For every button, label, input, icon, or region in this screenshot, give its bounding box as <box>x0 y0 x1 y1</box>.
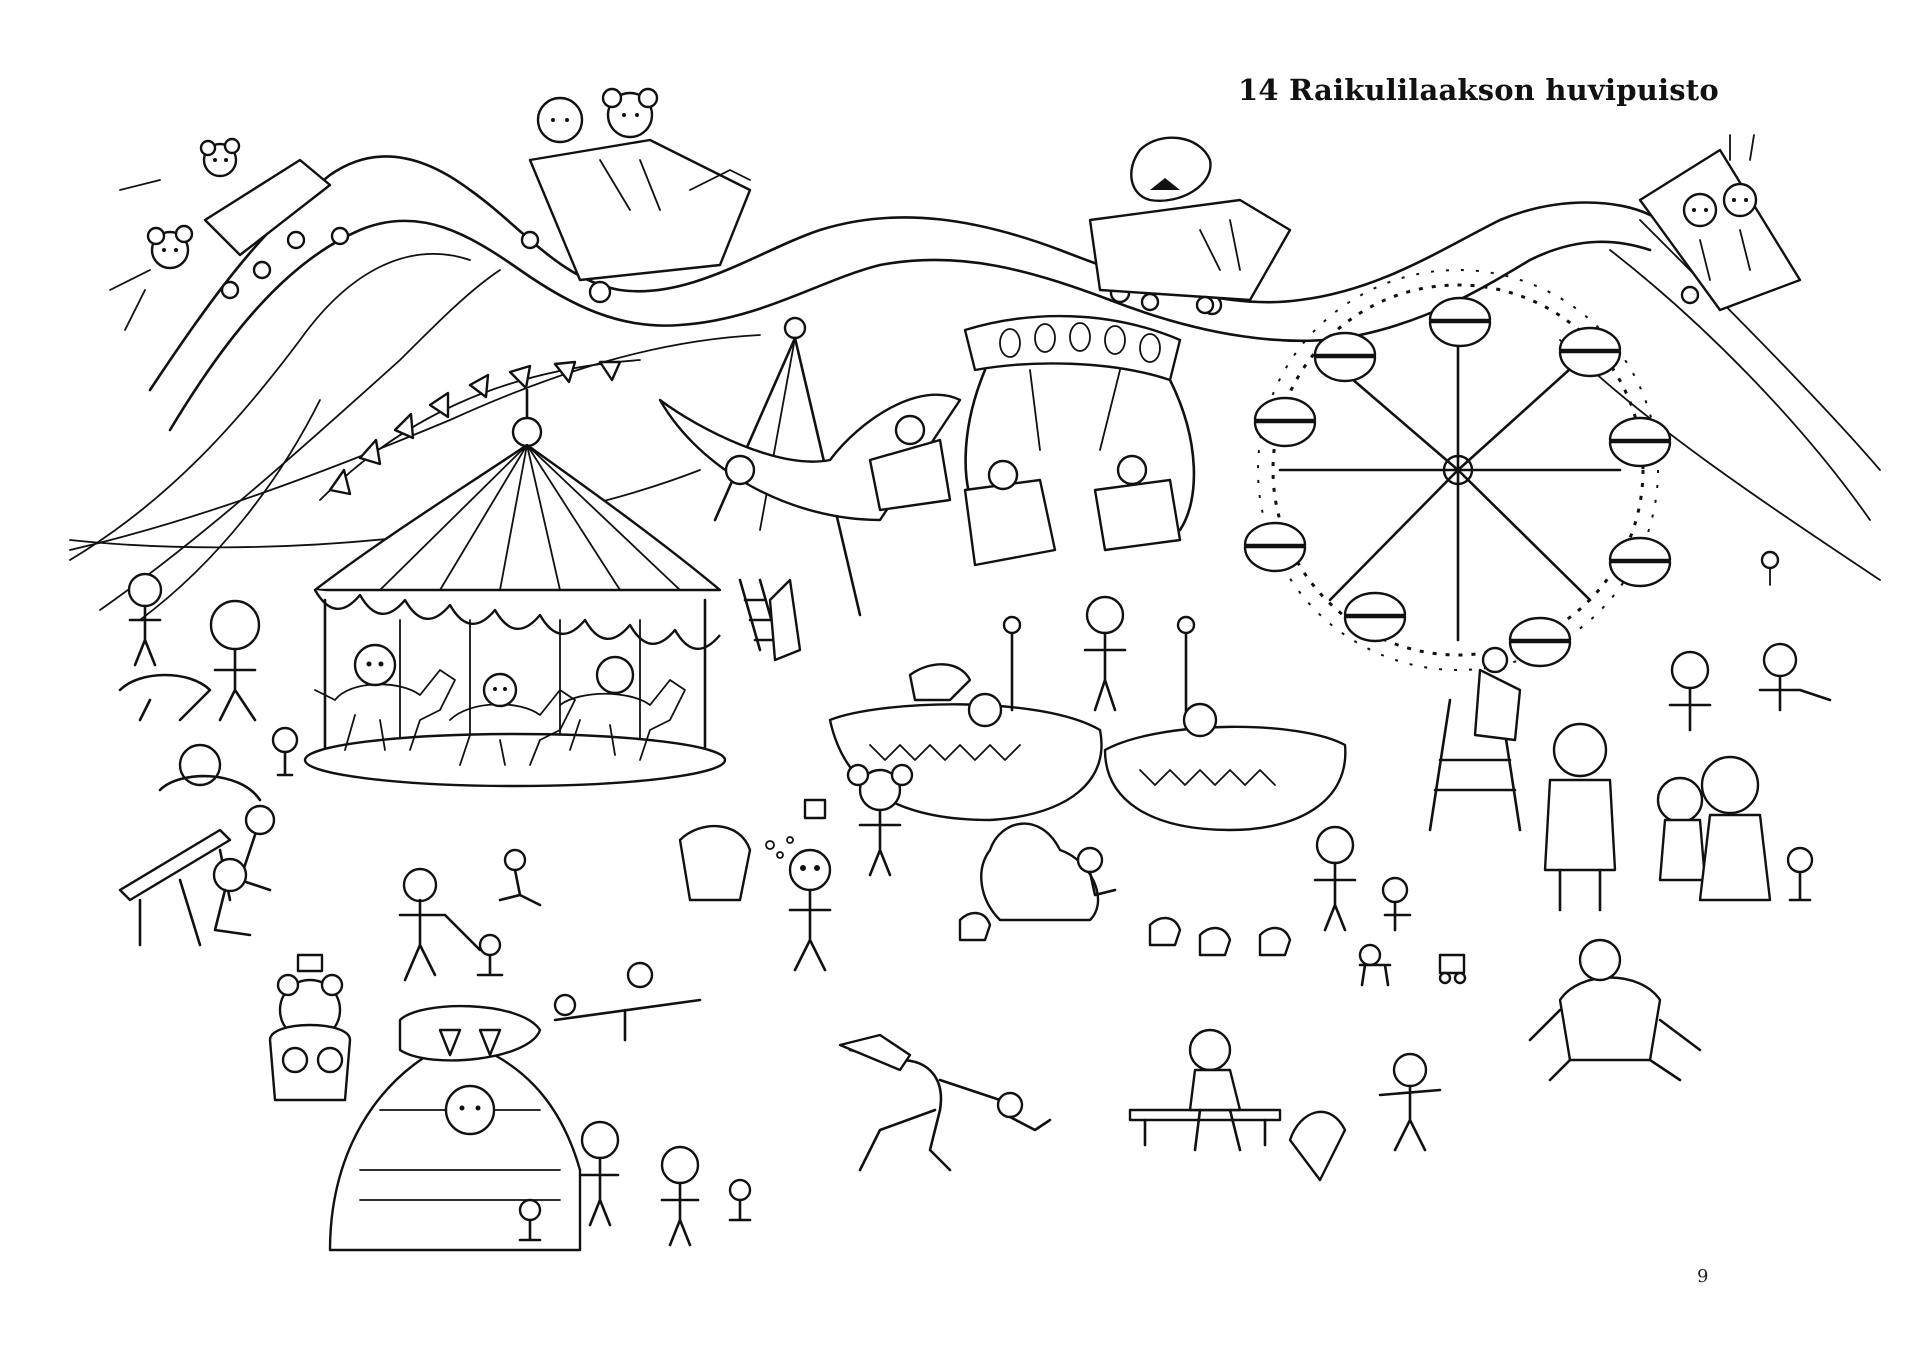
swing-boat <box>658 316 962 662</box>
chair-swing <box>963 314 1196 567</box>
park-characters <box>118 550 1832 1247</box>
page-number: 9 <box>1697 1266 1709 1287</box>
ferris-wheel <box>1243 269 1672 832</box>
benches <box>118 828 1282 1147</box>
ice-cream-kiosk <box>328 1004 582 1252</box>
carousel <box>303 388 727 788</box>
roller-coaster <box>69 87 1881 621</box>
page-title: 14 Raikulilaakson huvipuisto <box>1238 73 1719 107</box>
